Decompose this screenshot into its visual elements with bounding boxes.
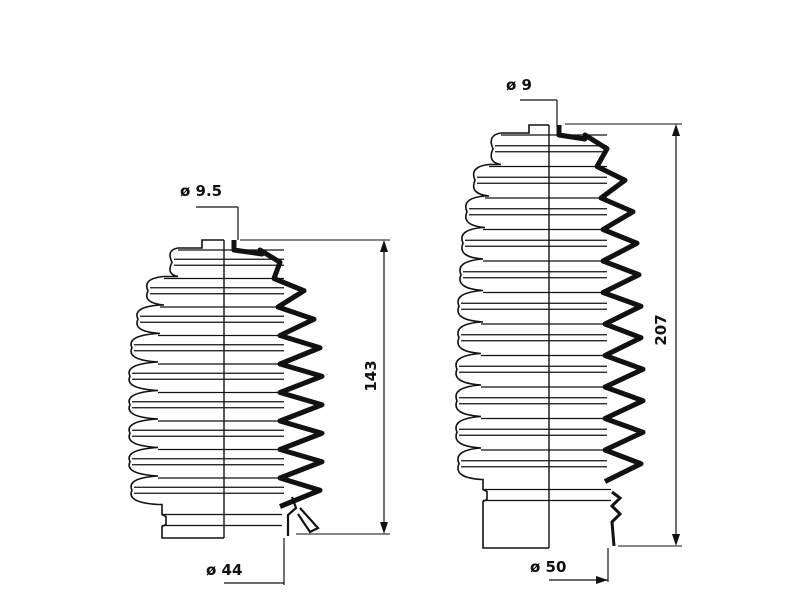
small-boot-left-outline (128, 239, 224, 539)
large-length-arrow-top (672, 124, 680, 136)
small-boot-ribs (132, 249, 284, 527)
small-length-arrow-top (380, 240, 388, 252)
large-top-diameter-label: ø 9 (506, 76, 532, 94)
large-bottom-arrow (596, 576, 608, 584)
large-boot-section-profile (556, 125, 646, 484)
small-length-arrow-bottom (380, 522, 388, 534)
small-length-label: 143 (362, 360, 380, 391)
large-length-label: 207 (652, 314, 670, 345)
large-boot-left-outline (455, 124, 549, 549)
small-top-diameter-label: ø 9.5 (180, 182, 222, 200)
small-bottom-diameter-label: ø 44 (206, 561, 242, 579)
large-bottom-diameter-label: ø 50 (530, 558, 566, 576)
small-boot: ø 9.5 143 ø 44 (128, 182, 390, 585)
large-boot-ribs (459, 134, 611, 502)
large-boot: ø 9 207 ø 50 (455, 76, 682, 584)
large-length-arrow-bottom (672, 534, 680, 546)
large-boot-base-clamp (609, 490, 623, 547)
small-boot-base-clamp (286, 496, 320, 536)
small-boot-section-profile (231, 240, 325, 509)
